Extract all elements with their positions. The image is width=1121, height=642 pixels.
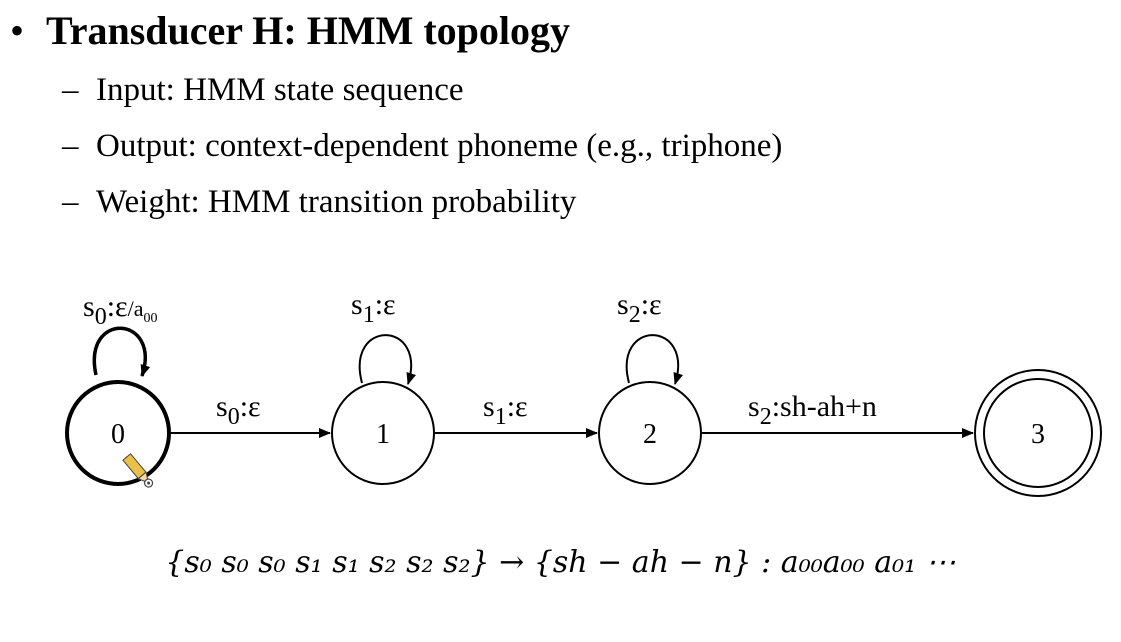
bullet-input: –Input: HMM state sequence [62, 68, 464, 112]
state-1-circle [331, 381, 435, 485]
formula: {s₀ s₀ s₀ s₁ s₁ s₂ s₂ s₂} → {sh − ah − n… [165, 545, 956, 580]
self-loop-0 [92, 326, 151, 377]
state-0-circle [65, 380, 171, 486]
bullet-dot: • [10, 8, 25, 53]
bullet-dash: – [62, 128, 79, 164]
bullet-weight: –Weight: HMM transition probability [62, 180, 576, 224]
bullet-dash: – [62, 72, 79, 108]
arc-0-1-label: s0:ε [216, 390, 261, 430]
self-loop-2 [625, 334, 684, 385]
state-0-label: 0 [111, 419, 125, 450]
state-1-label: 1 [376, 419, 390, 450]
self-loop-1-label: s1:ε [351, 288, 396, 328]
self-loop-1 [358, 334, 417, 385]
slide-title: • Transducer H: HMM topology [10, 4, 570, 58]
pencil-cursor-icon [122, 453, 154, 488]
state-2-circle [598, 381, 702, 485]
state-3-outer-circle [974, 369, 1102, 497]
bullet-dash: – [62, 184, 79, 220]
bullet-input-text: Input: HMM state sequence [96, 72, 464, 108]
self-loop-2-label: s2:ε [617, 288, 662, 328]
state-3-label: 3 [1031, 419, 1045, 450]
self-loop-0-label: s0:ε/a00 [83, 290, 158, 330]
bullet-output: –Output: context-dependent phoneme (e.g.… [62, 124, 782, 168]
title-text: Transducer H: HMM topology [46, 8, 571, 53]
arc-2-3-label: s2:sh-ah+n [748, 390, 877, 430]
state-3-inner-circle [983, 378, 1093, 488]
arc-1-2-label: s1:ε [483, 390, 528, 430]
bullet-output-text: Output: context-dependent phoneme (e.g.,… [96, 128, 783, 164]
bullet-weight-text: Weight: HMM transition probability [96, 184, 577, 220]
state-2-label: 2 [643, 419, 657, 450]
